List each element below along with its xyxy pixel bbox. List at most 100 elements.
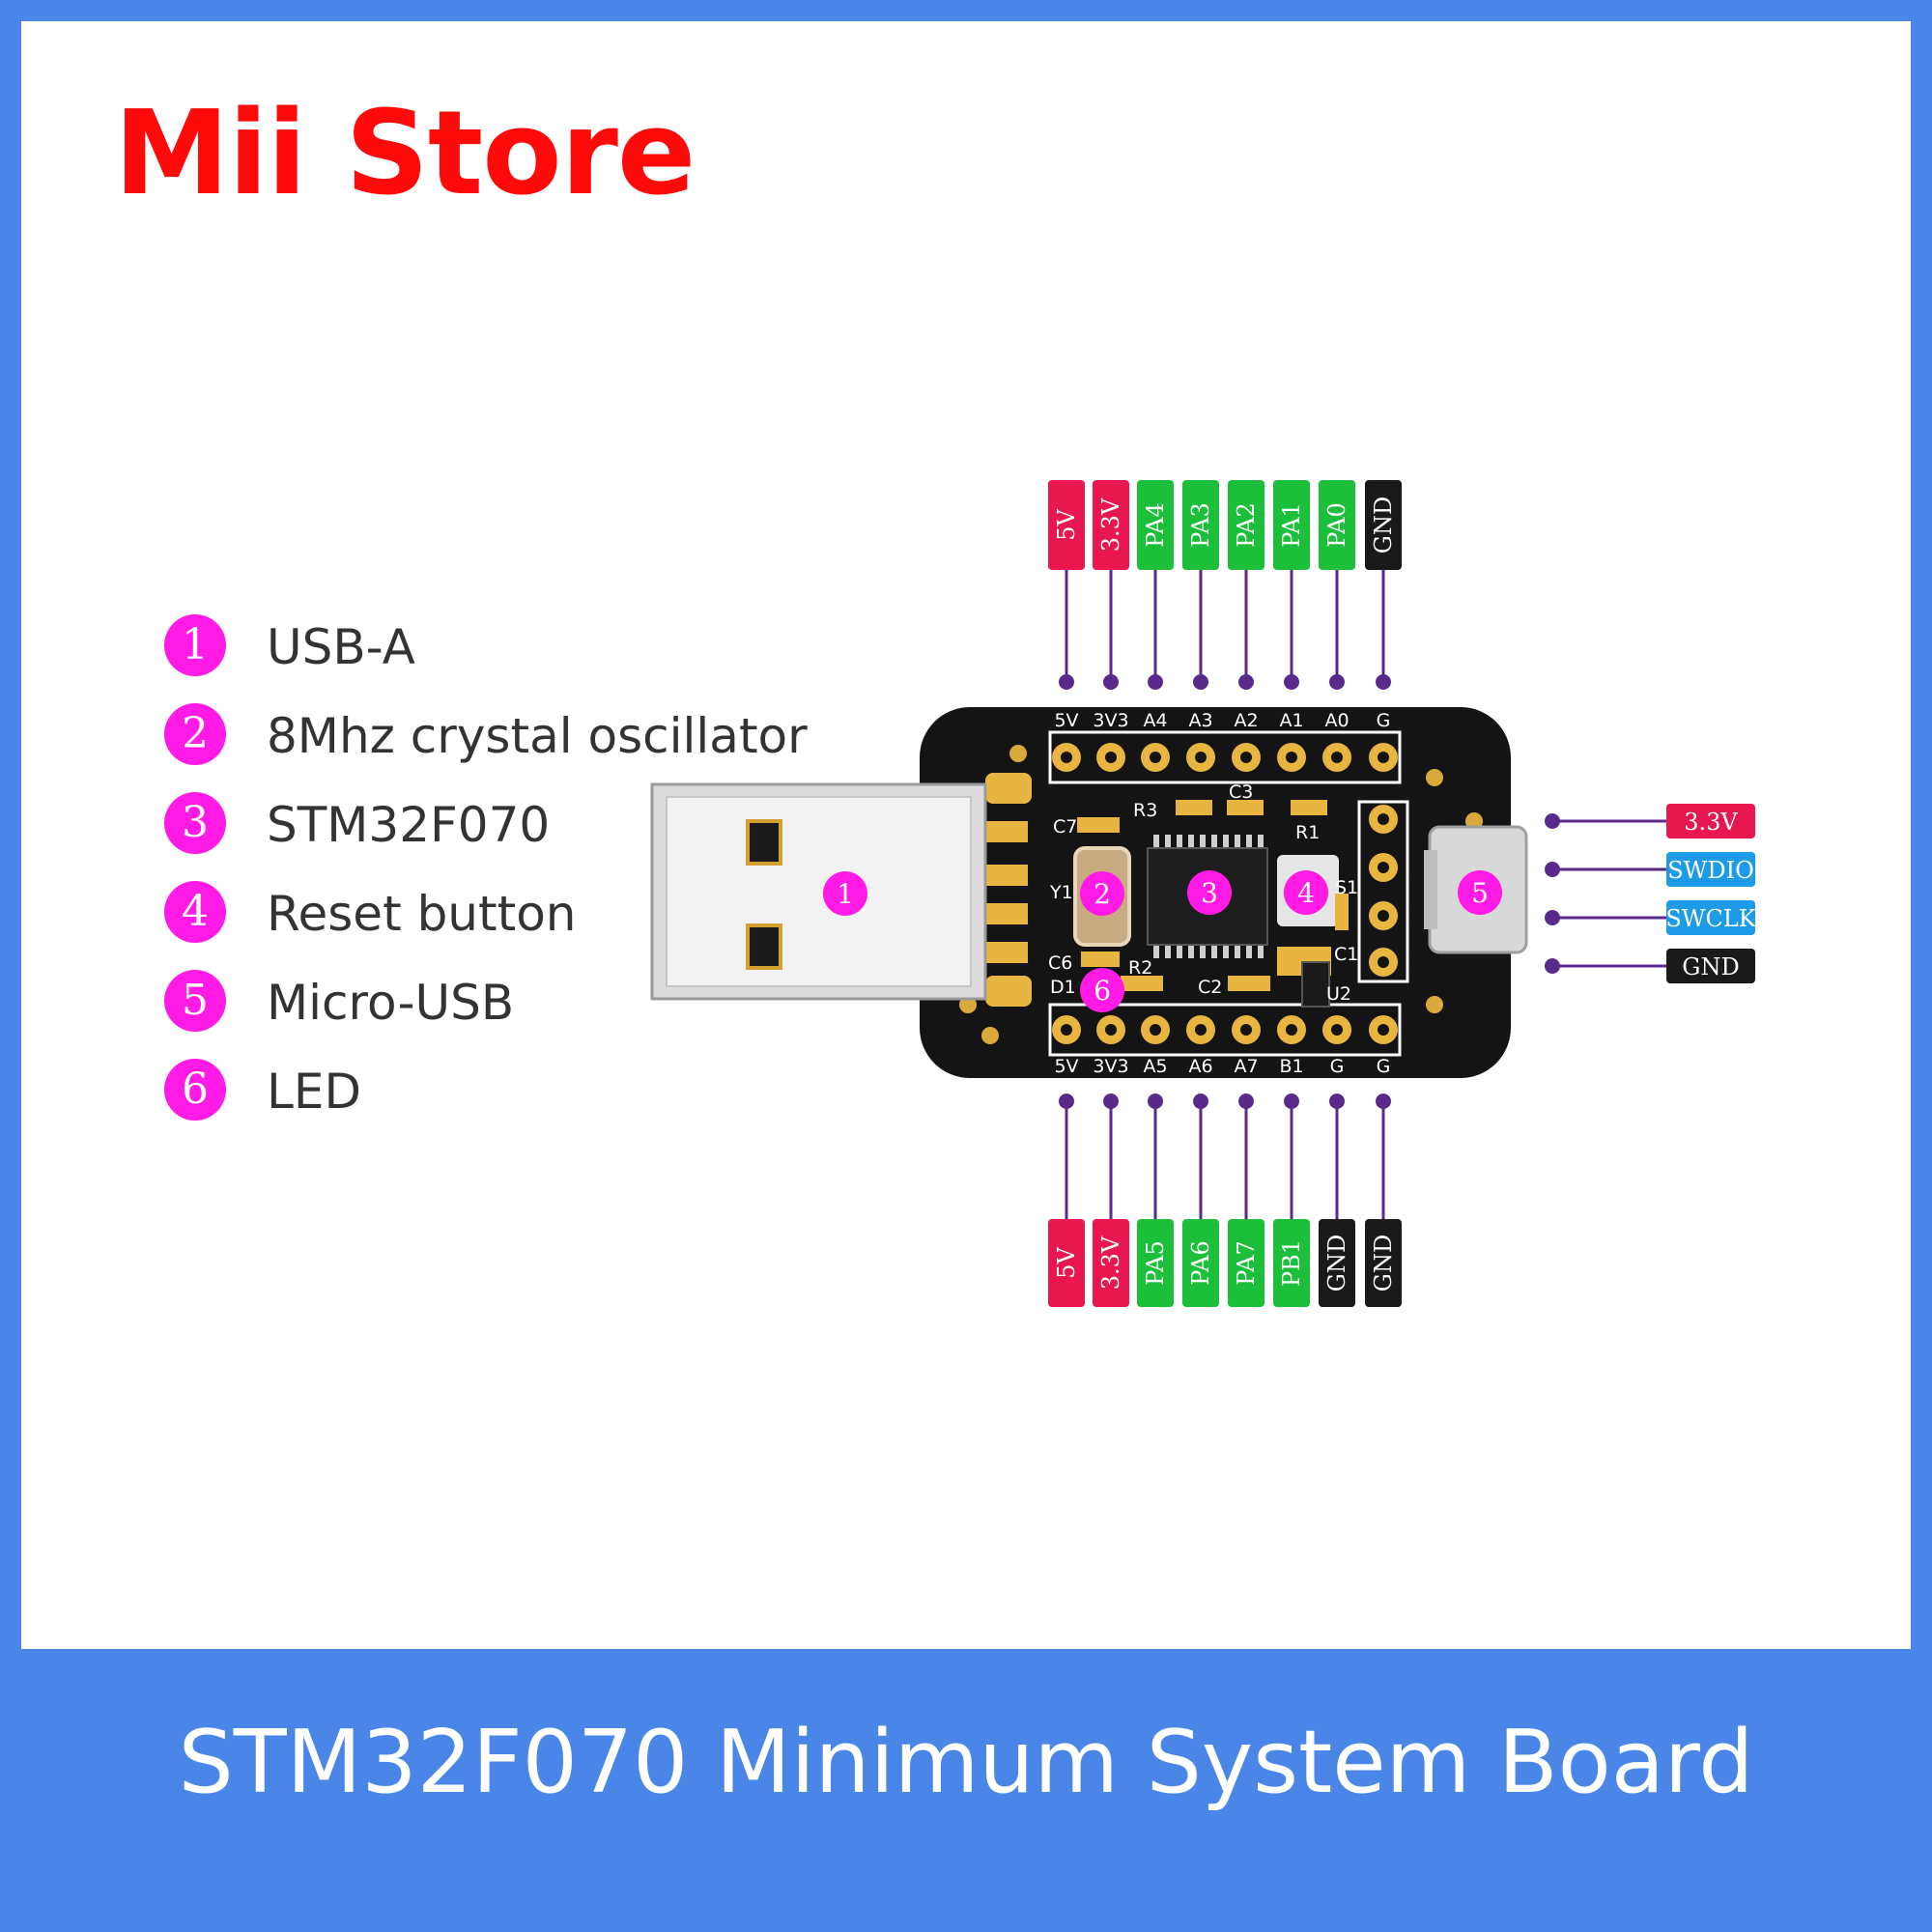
chip-pin [1258, 835, 1264, 850]
header-pad-hole [1378, 956, 1389, 968]
legend-label: 8Mhz crystal oscillator [267, 708, 808, 764]
smd-component [1077, 817, 1120, 833]
pin-tag-top [1137, 480, 1174, 570]
side-header-outline [1357, 800, 1409, 983]
chip-pin [1246, 835, 1252, 850]
header-pad-hole [1378, 1024, 1389, 1036]
usb-a-slot [746, 923, 782, 970]
silk-pin-label: G [1377, 1056, 1391, 1077]
header-pads [1052, 743, 1398, 1044]
silk-pin-label: G [1330, 1056, 1345, 1077]
silk-pin-label: G [1377, 710, 1391, 731]
silk-label: C7 [1053, 816, 1077, 838]
legend-item-usb-a: 1 USB-A [164, 614, 840, 682]
leader-dot [1059, 1094, 1074, 1109]
silk-label: C3 [1229, 781, 1253, 803]
silk-pin-label: A2 [1234, 710, 1258, 731]
leader-dot [1238, 674, 1254, 690]
marker-5: 5 [1458, 870, 1502, 915]
silk-label: C2 [1198, 977, 1222, 998]
chip-pin [1235, 943, 1240, 958]
silk-label: R1 [1295, 822, 1320, 843]
leader-dot [1329, 674, 1345, 690]
chip-pin [1258, 943, 1264, 958]
header-pad-hole [1286, 752, 1297, 763]
chip-pin [1165, 943, 1171, 958]
pin-tag-label: SWDIO [1667, 857, 1754, 884]
silkscreen-labels: C7 R3 C3 R1 Y1 S1 C1 C6 R2 D1 C2 U2 [1048, 781, 1358, 1005]
pin-tag-right [1666, 900, 1755, 935]
leader-dot [1059, 674, 1074, 690]
top-header-outline [1048, 730, 1402, 784]
header-pad-hole [1195, 752, 1207, 763]
chip-pin [1246, 943, 1252, 958]
smd-component [1228, 976, 1270, 991]
marker-number: 1 [837, 878, 854, 910]
marker-number: 3 [1201, 877, 1218, 909]
pin-tag-label: PA5 [1142, 1240, 1169, 1286]
marker-number: 6 [1094, 975, 1111, 1007]
pin-tag-bottom [1137, 1219, 1174, 1307]
leader-dot [1376, 674, 1391, 690]
regulator-u2 [1301, 961, 1330, 1008]
header-pad-hole [1150, 1024, 1161, 1036]
legend-label: STM32F070 [267, 797, 551, 853]
smd-component [1227, 800, 1264, 815]
pin-tag-label: PA7 [1233, 1240, 1260, 1286]
header-pad-hole [1105, 752, 1117, 763]
micro-usb-shell [1424, 850, 1437, 929]
usb-a-plug-inner [666, 796, 972, 987]
pin-tag-top [1319, 480, 1355, 570]
marker-number: 5 [1471, 877, 1489, 909]
legend-number-badge: 2 [164, 703, 226, 765]
header-pad-hole [1378, 752, 1389, 763]
header-pad-hole [1195, 1024, 1207, 1036]
header-pad-hole [1331, 1024, 1343, 1036]
legend-label: USB-A [267, 619, 415, 675]
pin-tag-label: GND [1370, 497, 1397, 554]
silk-label: U2 [1326, 983, 1351, 1005]
silk-pin-label: A4 [1143, 710, 1167, 731]
chip-pin [1223, 943, 1229, 958]
pin-tag-label: GND [1370, 1235, 1397, 1292]
usb-a-contact [985, 821, 1028, 842]
chip-pin [1177, 835, 1182, 850]
marker-3: 3 [1187, 870, 1232, 915]
leader-dot [1148, 1094, 1163, 1109]
chip-pin [1153, 835, 1159, 850]
silk-label: R3 [1133, 800, 1157, 821]
legend-number-badge: 6 [164, 1059, 226, 1121]
legend-item-mcu: 3 STM32F070 [164, 792, 840, 860]
smd-component [1291, 800, 1327, 815]
leader-dot [1376, 1094, 1391, 1109]
pin-tag-top [1182, 480, 1219, 570]
silk-label: R2 [1128, 957, 1152, 979]
silk-label: C1 [1334, 944, 1358, 965]
pin-tag-right [1666, 852, 1755, 887]
header-pad-hole [1061, 752, 1072, 763]
pin-tag-label: PA1 [1278, 502, 1305, 548]
marker-circle [1284, 870, 1328, 915]
silk-label: S1 [1335, 877, 1358, 898]
chip-pin [1153, 943, 1159, 958]
store-title: Mii Store [114, 87, 696, 221]
pin-tag-right [1666, 949, 1755, 983]
pin-tag-bottom [1093, 1219, 1129, 1307]
header-pad-hole [1240, 752, 1252, 763]
silk-pin-label: A0 [1324, 710, 1349, 731]
pin-tag-bottom [1273, 1219, 1310, 1307]
legend-label: LED [267, 1064, 361, 1120]
marker-4: 4 [1284, 870, 1328, 915]
header-pad-hole [1105, 1024, 1117, 1036]
header-pad-hole [1150, 752, 1161, 763]
marker-1: 1 [823, 871, 867, 916]
pin-tag-label: 3.3V [1684, 809, 1738, 836]
leader-dot [1103, 1094, 1119, 1109]
chip-pin [1188, 943, 1194, 958]
pin-tag-label: SWCLK [1665, 905, 1756, 932]
pin-tag-bottom [1319, 1219, 1355, 1307]
silk-label: C6 [1048, 952, 1072, 974]
